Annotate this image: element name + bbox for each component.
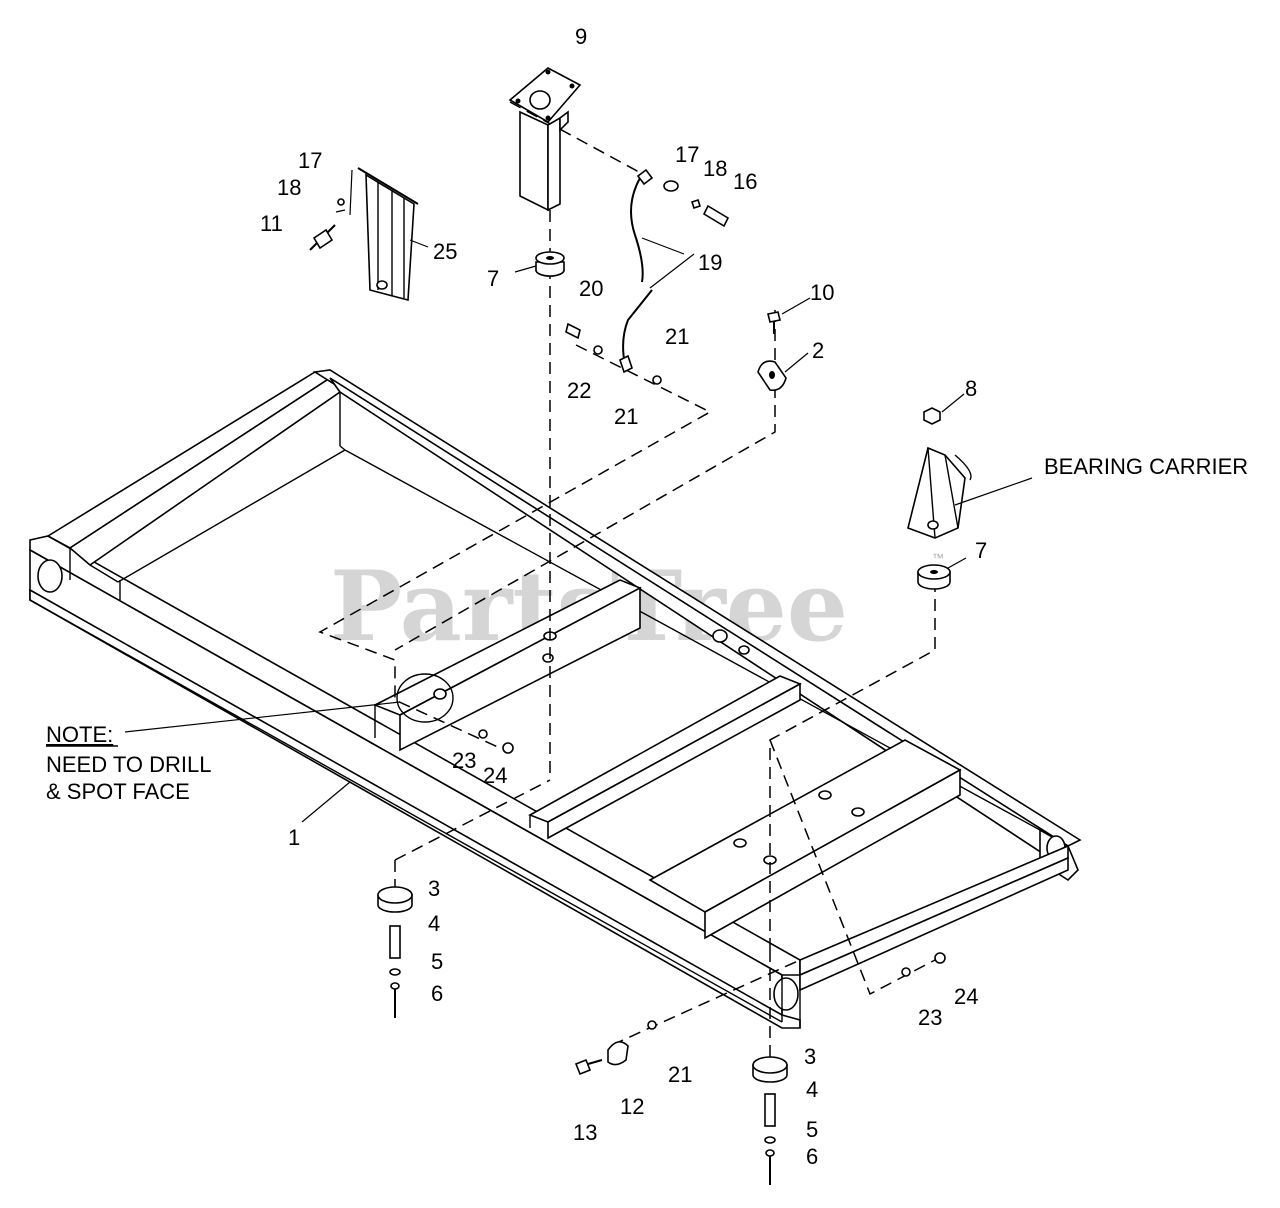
callout-17-right: 17 <box>675 142 699 167</box>
callout-22: 22 <box>567 378 591 403</box>
callout-3-left: 3 <box>428 876 440 901</box>
callout-10: 10 <box>810 280 834 305</box>
ground-strap <box>619 168 730 374</box>
callout-5-left: 5 <box>431 949 443 974</box>
callout-1: 1 <box>288 825 300 850</box>
callout-3-right: 3 <box>804 1044 816 1069</box>
rubber-mount-upper <box>535 251 565 277</box>
nut-24-upper <box>502 742 514 754</box>
bearing-carrier-label: BEARING CARRIER <box>1044 454 1248 479</box>
leader-lines <box>124 237 1033 823</box>
assembly-guide-lines <box>318 101 936 1058</box>
callout-11: 11 <box>260 211 283 236</box>
callout-25: 25 <box>433 239 457 264</box>
callout-21-b: 21 <box>614 404 638 429</box>
callout-21-a: 21 <box>665 324 689 349</box>
clamp-2 <box>757 360 787 392</box>
callout-7-upper: 7 <box>487 266 499 291</box>
bracket-fastener <box>309 169 353 251</box>
callout-5-right: 5 <box>806 1117 818 1142</box>
note-line-1: NEED TO DRILL <box>46 752 211 777</box>
callout-20: 20 <box>579 276 603 301</box>
callout-6-right: 6 <box>806 1144 818 1169</box>
callout-4-right: 4 <box>806 1077 818 1102</box>
callout-6-left: 6 <box>431 981 443 1006</box>
washer-23-upper <box>478 729 488 739</box>
nut-24-lower <box>934 952 946 964</box>
bolt-10 <box>767 311 781 334</box>
callout-9: 9 <box>575 24 587 49</box>
note-line-2: & SPOT FACE <box>46 779 190 804</box>
callout-23-lower: 23 <box>918 1005 942 1030</box>
callout-7-bearing: 7 <box>975 538 987 563</box>
callout-19: 19 <box>698 250 722 275</box>
callout-8: 8 <box>965 376 977 401</box>
callout-2: 2 <box>812 338 824 363</box>
washer-23-lower <box>901 967 911 977</box>
rubber-mount-bearing <box>917 564 951 590</box>
strap-fasteners <box>565 322 662 385</box>
callout-12: 12 <box>620 1094 644 1119</box>
mount-stack-left <box>377 886 413 1018</box>
callout-18-left: 18 <box>277 175 301 200</box>
callout-16: 16 <box>733 169 757 194</box>
lower-clamp-fasteners <box>574 1020 657 1076</box>
nut-8 <box>923 407 941 425</box>
callout-23-upper: 23 <box>452 748 476 773</box>
watermark-trademark: ™ <box>932 551 944 565</box>
callout-21-c: 21 <box>668 1062 692 1087</box>
base-frame <box>29 369 1082 1029</box>
upper-mount-post <box>508 67 582 212</box>
callout-13: 13 <box>573 1120 597 1145</box>
callout-24-lower: 24 <box>954 984 978 1009</box>
callout-18-right: 18 <box>703 156 727 181</box>
mount-stack-right <box>752 1056 788 1185</box>
bearing-carrier <box>907 446 972 539</box>
note-heading: NOTE: <box>46 722 113 747</box>
callout-4-left: 4 <box>428 911 440 936</box>
callout-24-upper: 24 <box>483 763 507 788</box>
callout-labels: 9 17 18 11 25 7 17 18 16 19 20 10 21 2 2… <box>260 24 987 1169</box>
vertical-bracket <box>357 167 419 302</box>
callout-17-left: 17 <box>298 148 322 173</box>
